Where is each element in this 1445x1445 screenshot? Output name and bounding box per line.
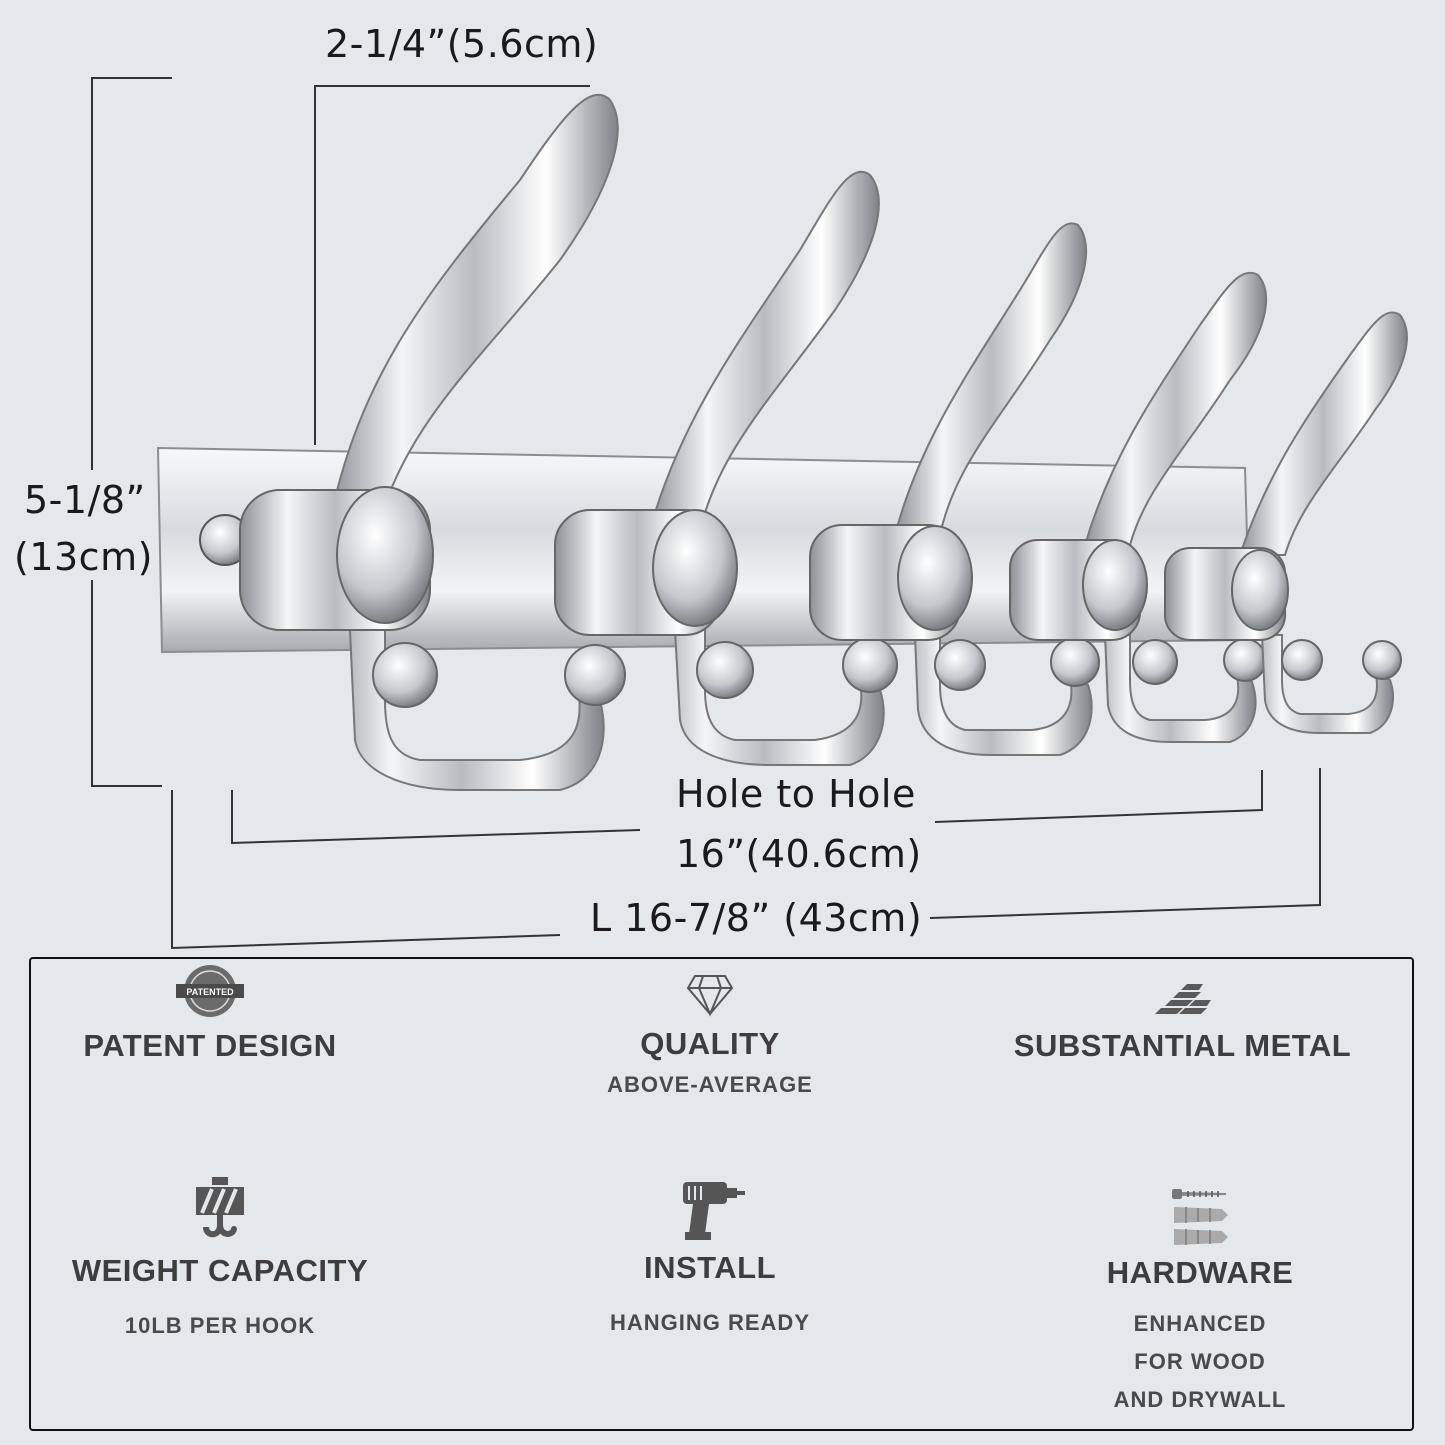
hole-to-hole-value: 16”(40.6cm) (676, 832, 922, 876)
hook-2 (554, 170, 898, 766)
feature-title: INSTALL (643, 1250, 777, 1285)
feature-subtitle-line2: FOR WOOD (1134, 1349, 1266, 1374)
height-label-line2: (13cm) (14, 535, 153, 579)
weight-hook-icon (196, 1177, 244, 1238)
screw-anchor-icon (1172, 1189, 1228, 1245)
total-length-label: L 16-7/8” (43cm) (590, 896, 923, 940)
feature-hardware: HARDWARE ENHANCED FOR WOOD AND DRYWALL (1050, 1185, 1350, 1419)
metal-bars-icon (1154, 984, 1211, 1014)
patented-seal-icon: PATENTED (176, 965, 244, 1017)
drill-icon (683, 1182, 745, 1240)
feature-subtitle: HANGING READY (609, 1310, 810, 1335)
feature-install: INSTALL HANGING READY (560, 1178, 860, 1342)
feature-quality: QUALITY ABOVE-AVERAGE (560, 972, 860, 1104)
height-label-line1: 5-1/8” (24, 478, 146, 522)
hook-1 (239, 93, 626, 791)
feature-title: SUBSTANTIAL METAL (1013, 1028, 1352, 1063)
diamond-icon (686, 975, 734, 1017)
hook-3 (809, 222, 1100, 756)
feature-subtitle-line1: ENHANCED (1133, 1311, 1267, 1336)
hook-5 (1164, 311, 1408, 734)
product-illustration (91, 77, 1408, 950)
feature-title: WEIGHT CAPACITY (71, 1253, 369, 1288)
feature-subtitle: ABOVE-AVERAGE (607, 1072, 813, 1097)
feature-subtitle-line3: AND DRYWALL (1113, 1387, 1287, 1412)
feature-subtitle: 10LB PER HOOK (124, 1313, 316, 1338)
feature-substantial-metal: SUBSTANTIAL METAL (1000, 978, 1365, 1064)
feature-patent-design: PATENTED PATENT DESIGN (60, 962, 360, 1064)
features-panel (29, 957, 1414, 1431)
hole-to-hole-label: Hole to Hole (676, 772, 916, 816)
feature-weight-capacity: WEIGHT CAPACITY 10LB PER HOOK (60, 1175, 380, 1345)
feature-title: HARDWARE (1106, 1255, 1294, 1290)
patented-badge-text: PATENTED (186, 987, 234, 997)
hook-width-label: 2-1/4”(5.6cm) (325, 22, 599, 66)
feature-title: QUALITY (640, 1026, 780, 1061)
hook-4 (1009, 272, 1268, 743)
dimension-lines (91, 77, 1321, 950)
hooks (239, 93, 1408, 791)
feature-title: PATENT DESIGN (83, 1028, 337, 1063)
